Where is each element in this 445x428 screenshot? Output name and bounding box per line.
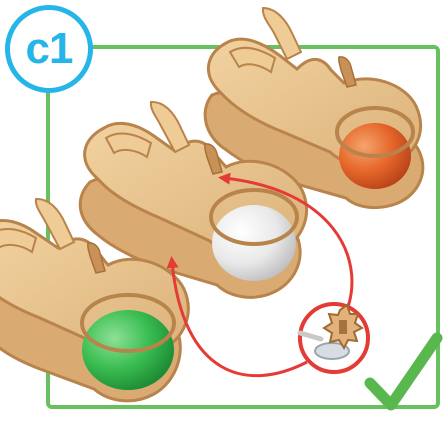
wooden-gear-holes [339, 320, 347, 334]
step-badge: c1 [5, 5, 93, 93]
step-label: c1 [26, 27, 73, 71]
glue-pot-callout [300, 304, 368, 372]
check-mark-icon [370, 338, 437, 405]
